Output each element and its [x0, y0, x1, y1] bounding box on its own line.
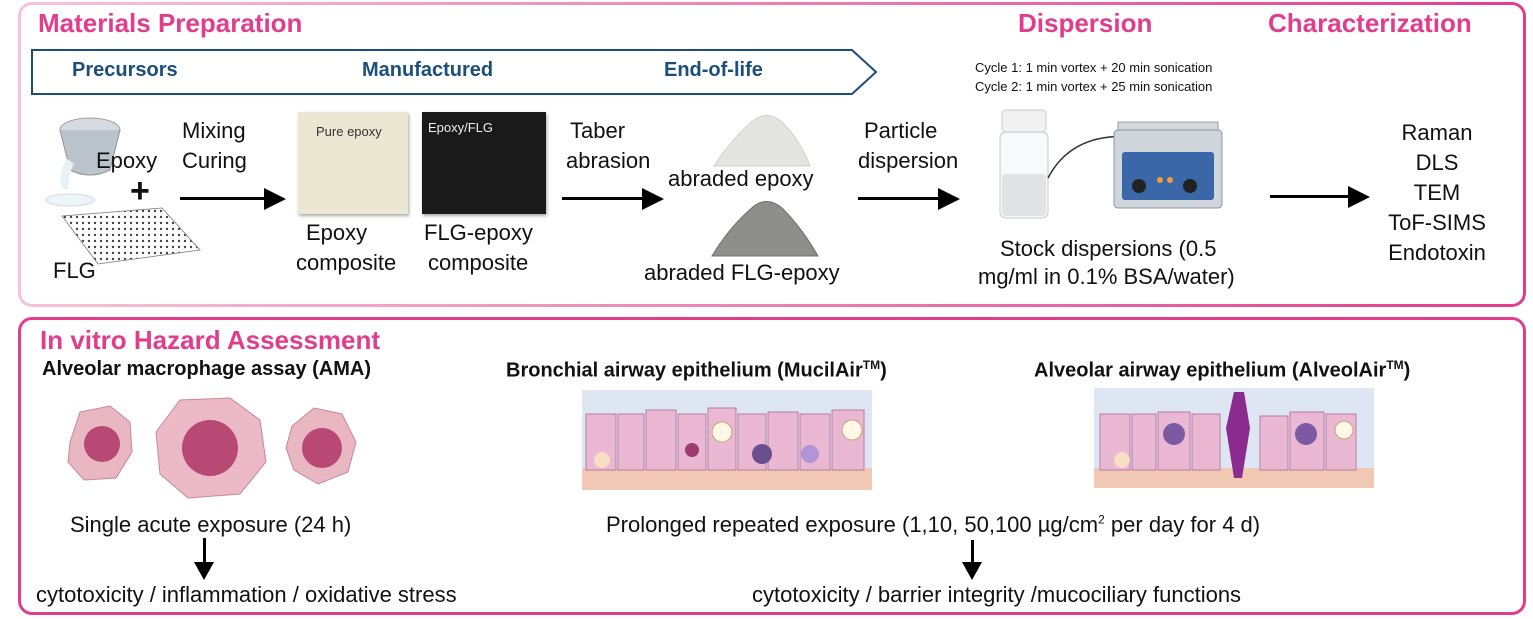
mixing-arrow	[180, 197, 266, 200]
characterization-list: Raman DLS TEM ToF-SIMS Endotoxin	[1372, 118, 1502, 268]
cycle-2-text: Cycle 2: 1 min vortex + 25 min sonicatio…	[975, 79, 1213, 94]
characterization-arrow	[1270, 195, 1350, 198]
flg-epoxy-panel-label: Epoxy/FLG	[428, 120, 494, 135]
bronchial-epithelium-illustration	[582, 390, 872, 490]
bronchial-epithelium-title: Bronchial airway epithelium (MucilAirTM)	[506, 358, 887, 382]
abrasion-arrow	[562, 197, 644, 200]
single-exposure-text: Single acute exposure (24 h)	[70, 512, 352, 537]
characterization-item-tem: TEM	[1413, 180, 1461, 205]
cycle-1-text: Cycle 1: 1 min vortex + 20 min sonicatio…	[975, 60, 1213, 75]
epithelium-down-arrow	[971, 540, 974, 564]
flg-label: FLG	[53, 258, 96, 283]
characterization-arrow-head	[1348, 186, 1370, 208]
hazard-assessment-title: In vitro Hazard Assessment	[40, 325, 381, 355]
ama-down-arrow-head	[194, 562, 214, 580]
abrasion-arrow-head	[642, 188, 664, 210]
ama-endpoints-text: cytotoxicity / inflammation / oxidative …	[36, 582, 457, 607]
flg-epoxy-composite-line2: composite	[428, 250, 529, 275]
ama-title: Alveolar macrophage assay (AMA)	[42, 358, 372, 380]
dispersion-arrow	[858, 197, 940, 200]
characterization-item-tof-sims: ToF-SIMS	[1388, 210, 1486, 235]
mixing-label: Mixing	[182, 118, 246, 143]
epoxy-composite-line1: Epoxy	[306, 220, 368, 245]
curing-label: Curing	[182, 148, 247, 173]
flg-epoxy-composite-line1: FLG-epoxy	[424, 220, 533, 245]
particle-label: Particle	[864, 118, 938, 143]
epoxy-composite-line2: composite	[296, 250, 397, 275]
mixing-arrow-head	[264, 188, 286, 210]
stage-manufactured: Manufactured	[362, 59, 494, 81]
pure-epoxy-panel-label: Pure epoxy	[316, 124, 382, 139]
prolonged-exposure-text: Prolonged repeated exposure (1,10, 50,10…	[606, 512, 1261, 537]
plus-sign: +	[130, 172, 150, 210]
stock-dispersions-line2: mg/ml in 0.1% BSA/water)	[978, 264, 1235, 289]
pouring-epoxy-icon	[45, 117, 121, 207]
ama-down-arrow	[203, 538, 206, 564]
stage-banner-arrow	[31, 49, 878, 95]
epithelium-endpoints-text: cytotoxicity / barrier integrity /mucoci…	[752, 582, 1242, 607]
epithelium-down-arrow-head	[962, 562, 982, 580]
vial-and-sonicator-icon	[999, 109, 1223, 219]
stage-precursors: Precursors	[72, 59, 178, 81]
abraded-flg-epoxy-pile-icon	[711, 201, 819, 257]
stock-dispersions-line1: Stock dispersions (0.5	[1000, 236, 1217, 261]
flg-sheet-icon	[61, 207, 201, 265]
characterization-item-endotoxin: Endotoxin	[1388, 240, 1486, 265]
hazard-assessment-panel	[18, 317, 1526, 615]
materials-preparation-title: Materials Preparation	[38, 8, 303, 38]
dispersion-label: dispersion	[858, 148, 959, 173]
abrasion-label: abrasion	[566, 148, 651, 173]
abraded-epoxy-label: abraded epoxy	[668, 166, 814, 191]
stage-end-of-life: End-of-life	[664, 59, 763, 81]
dispersion-arrow-head	[938, 188, 960, 210]
flg-epoxy-panel: Epoxy/FLG	[422, 112, 546, 214]
characterization-item-dls: DLS	[1415, 150, 1459, 175]
pure-epoxy-panel: Pure epoxy	[298, 112, 408, 214]
alveolar-epithelium-title: Alveolar airway epithelium (AlveolAirTM)	[1034, 358, 1411, 382]
alveolar-epithelium-illustration	[1094, 388, 1374, 488]
epoxy-label: Epoxy	[96, 148, 158, 173]
abraded-flg-epoxy-label: abraded FLG-epoxy	[644, 260, 840, 285]
macrophage-cells-illustration	[67, 397, 357, 499]
characterization-item-raman: Raman	[1401, 120, 1473, 145]
abraded-epoxy-pile-icon	[713, 115, 811, 167]
characterization-title: Characterization	[1268, 8, 1472, 38]
dispersion-title: Dispersion	[1018, 8, 1153, 38]
taber-label: Taber	[570, 118, 626, 143]
